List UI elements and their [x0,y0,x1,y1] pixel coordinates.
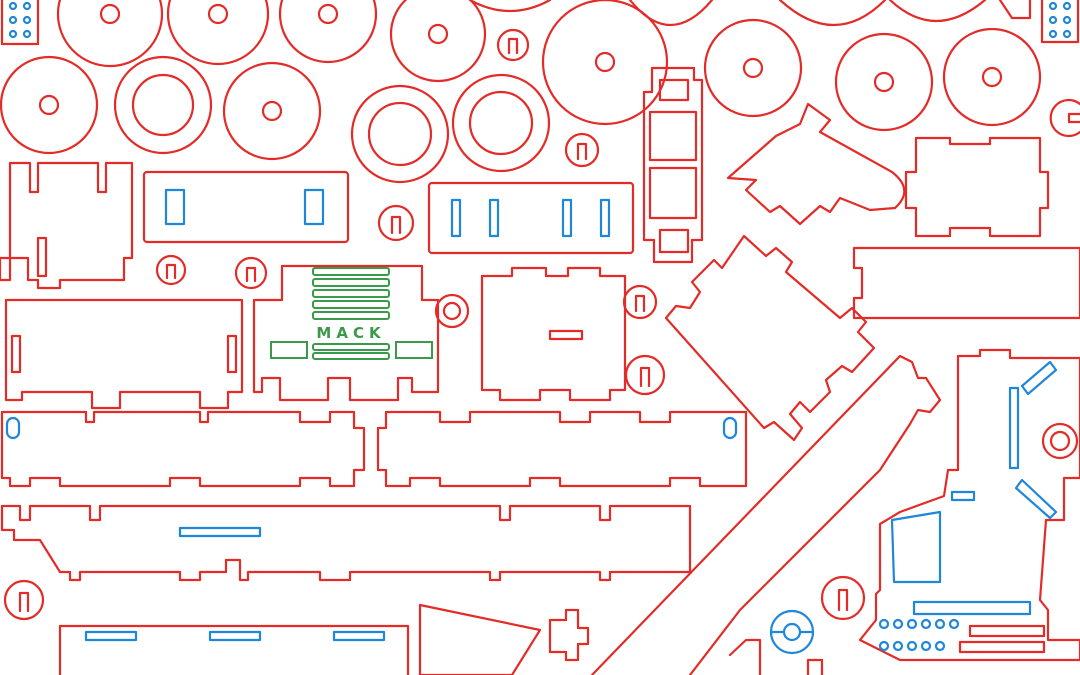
axle-clip [377,204,415,242]
fender-panel [726,102,906,226]
engrave-slot [561,198,573,238]
axle-hole [261,100,283,122]
wheel-disc [166,0,270,66]
axle-hole [981,66,1003,88]
washer [434,293,470,329]
wheel-disc [222,61,322,161]
wheel-disc-partial [628,0,714,26]
engrave-slot [164,188,186,226]
engrave-slot [599,198,611,238]
washer [1041,422,1079,460]
side-rail [0,410,366,488]
cab-roof-panel [904,136,1050,238]
bracket-partial [998,0,1032,20]
connector-tab [548,608,590,662]
axle-clip [622,284,658,320]
wheel-ring-inner [367,101,433,167]
wheel-disc [703,18,803,118]
engrave-slot [722,416,738,440]
corner-blocks [0,0,1080,46]
wheel-discs [0,0,1042,184]
axle-clips [3,28,1080,655]
side-rail [376,410,748,488]
wheel-ring [113,55,213,155]
steering-wheel [769,609,815,655]
center-box-panel [480,266,627,402]
wheel-ring-inner [468,90,534,156]
peg-holes [878,618,960,652]
axle-clip [564,132,600,168]
axle-clip [3,579,45,621]
rear-chassis [858,348,1080,662]
bottom-panel [58,624,410,675]
engrave-slot [488,198,500,238]
wheel-disc-partial [888,0,987,22]
slot [226,334,238,374]
axle-hole [594,51,616,73]
axle-clip [496,28,530,62]
engrave-slot [5,416,21,440]
slot [36,236,48,278]
wheel-ring [350,84,450,184]
small-bracket [728,638,762,675]
engrave-slot [303,188,325,226]
hood-panel [664,234,876,442]
battery-box [4,298,244,410]
axle-clip [155,254,187,286]
axle-hole [207,3,229,25]
small-bracket [806,658,824,675]
grille-label: MACK [316,324,385,342]
axle-hole [38,94,60,116]
wedge-panel [418,603,542,675]
axle-hole [742,57,764,79]
axle-clip [624,354,666,396]
wheel-ring-inner [131,73,195,137]
axle-block [1040,0,1080,44]
wheel-disc [389,0,487,83]
axle-clip [234,256,268,290]
engrave-slot [178,526,262,538]
slot [10,334,22,374]
deck-board [142,170,350,244]
wheel-disc-partial [778,0,887,27]
cab-side-panel [0,161,134,290]
axle-hole [99,3,121,25]
engrave-slot [450,198,462,238]
chassis-frame [642,66,704,264]
wheel-disc-partial [468,0,552,13]
chassis-beam [0,504,692,582]
wheel-disc [942,27,1042,127]
axle-hole [427,23,449,45]
wheel-disc [56,0,164,68]
bumper-panel [852,246,1080,320]
axle-block [0,0,40,46]
wheel-disc [0,55,99,155]
wheel-disc [541,0,669,126]
axle-clip [1049,98,1080,138]
deck-board [427,181,635,255]
wheel-disc [834,32,934,132]
axle-clip [820,575,866,621]
wheel-ring [451,73,551,173]
axle-hole [873,71,895,93]
grille-panel: MACK [252,264,440,402]
axle-hole [317,3,339,25]
slot [548,329,584,341]
long-diagonal-beam [590,354,942,675]
wheel-disc [278,0,378,64]
